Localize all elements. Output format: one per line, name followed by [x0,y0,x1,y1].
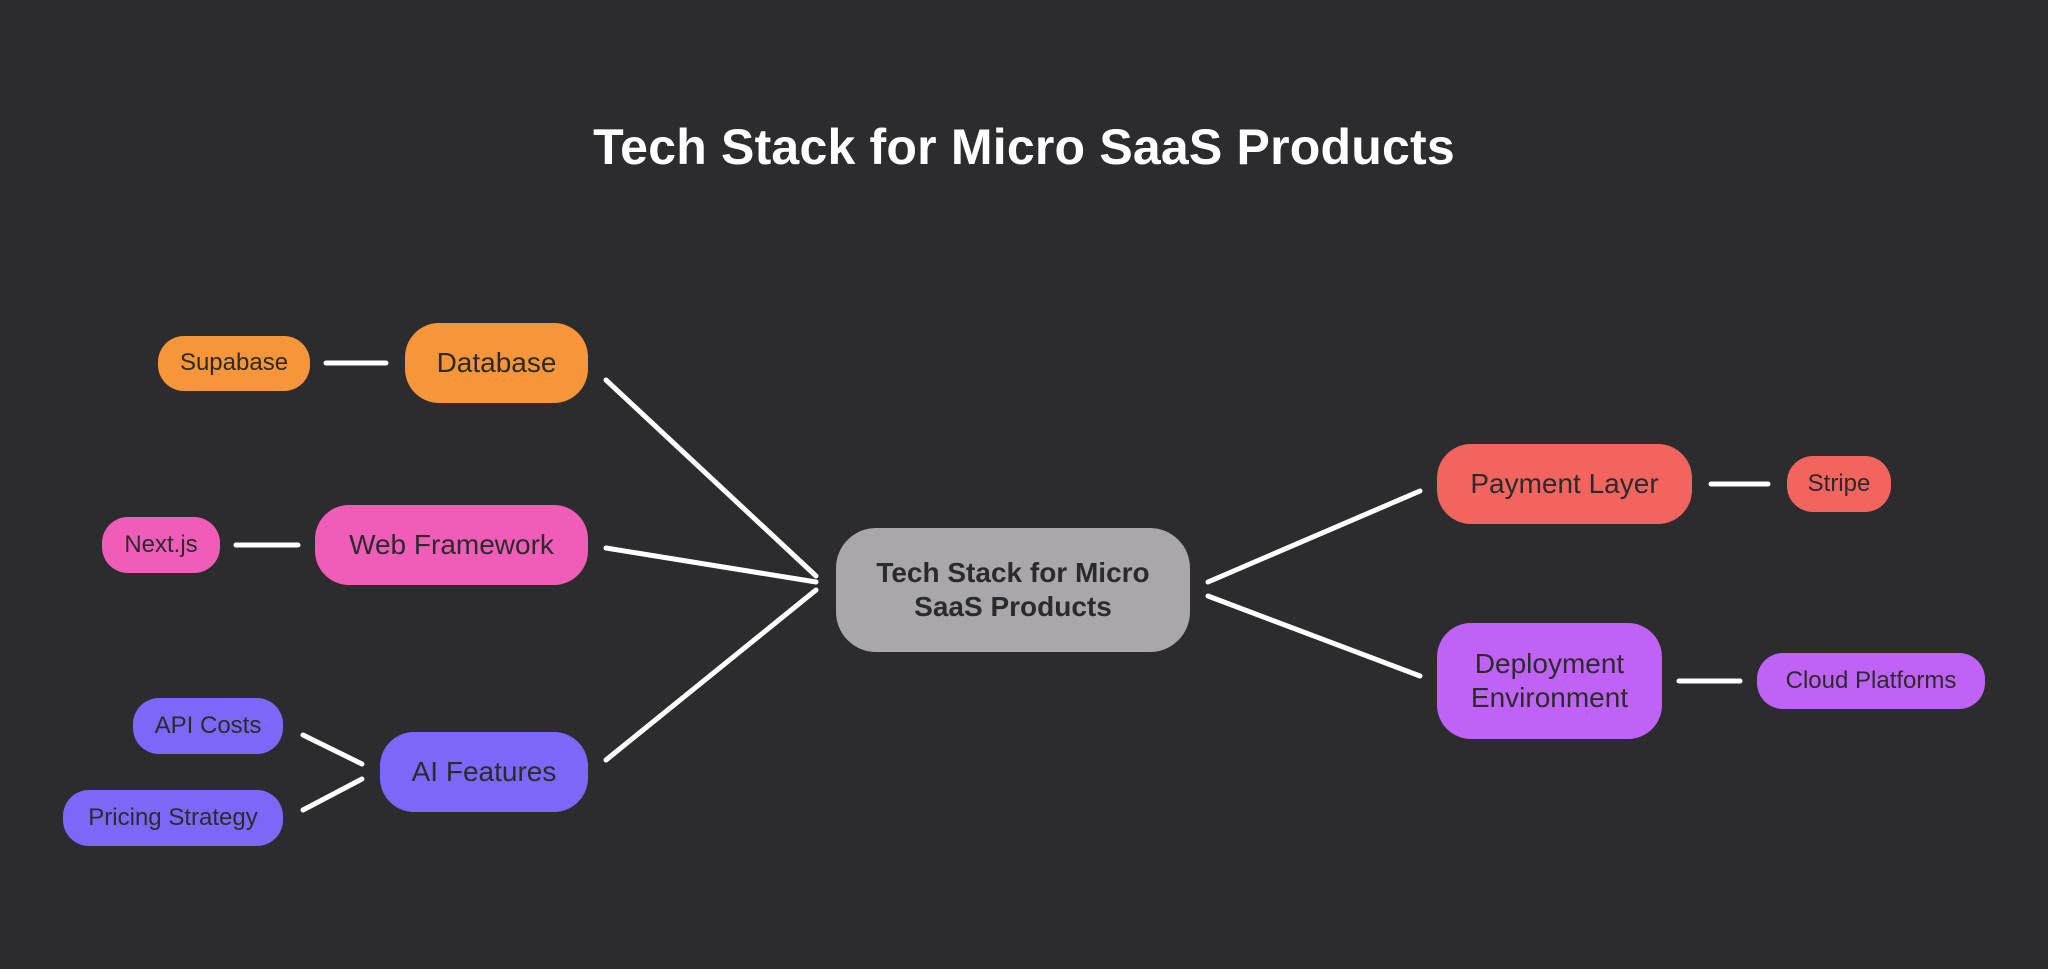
center-node[interactable]: Tech Stack for Micro SaaS Products [836,528,1190,652]
leaf-stripe[interactable]: Stripe [1787,456,1891,512]
node-ai-features[interactable]: AI Features [380,732,588,812]
leaf-stripe-label: Stripe [1807,469,1871,497]
node-payment-layer-label: Payment Layer [1470,468,1659,500]
edge-center-web-framework [603,545,819,585]
leaf-supabase[interactable]: Supabase [158,336,310,391]
leaf-cloud-platforms-label: Cloud Platforms [1785,666,1957,694]
leaf-pricing-strategy[interactable]: Pricing Strategy [63,790,283,846]
leaf-api-costs[interactable]: API Costs [133,698,283,754]
node-database[interactable]: Database [405,323,588,403]
node-deployment-environment-label: Deployment Environment [1470,648,1629,713]
edge-ai-features-pricing [300,776,365,813]
edge-ai-features-api-costs [300,732,365,767]
leaf-nextjs[interactable]: Next.js [102,517,220,573]
leaf-nextjs-label: Next.js [124,530,198,558]
edge-center-database [603,377,819,579]
node-ai-features-label: AI Features [411,756,557,788]
center-node-label: Tech Stack for Micro SaaS Products [876,557,1150,622]
node-payment-layer[interactable]: Payment Layer [1437,444,1692,524]
leaf-pricing-strategy-label: Pricing Strategy [88,803,258,831]
edge-center-ai-features [603,587,819,763]
leaf-supabase-label: Supabase [179,349,289,377]
leaf-api-costs-label: API Costs [154,711,262,739]
node-web-framework[interactable]: Web Framework [315,505,588,585]
edge-center-payment-layer [1205,488,1423,585]
leaf-cloud-platforms[interactable]: Cloud Platforms [1757,653,1985,709]
edge-center-deployment [1205,593,1423,679]
node-database-label: Database [436,347,557,379]
node-deployment-environment[interactable]: Deployment Environment [1437,623,1662,739]
node-web-framework-label: Web Framework [349,529,554,561]
diagram-title: Tech Stack for Micro SaaS Products [593,119,1455,175]
